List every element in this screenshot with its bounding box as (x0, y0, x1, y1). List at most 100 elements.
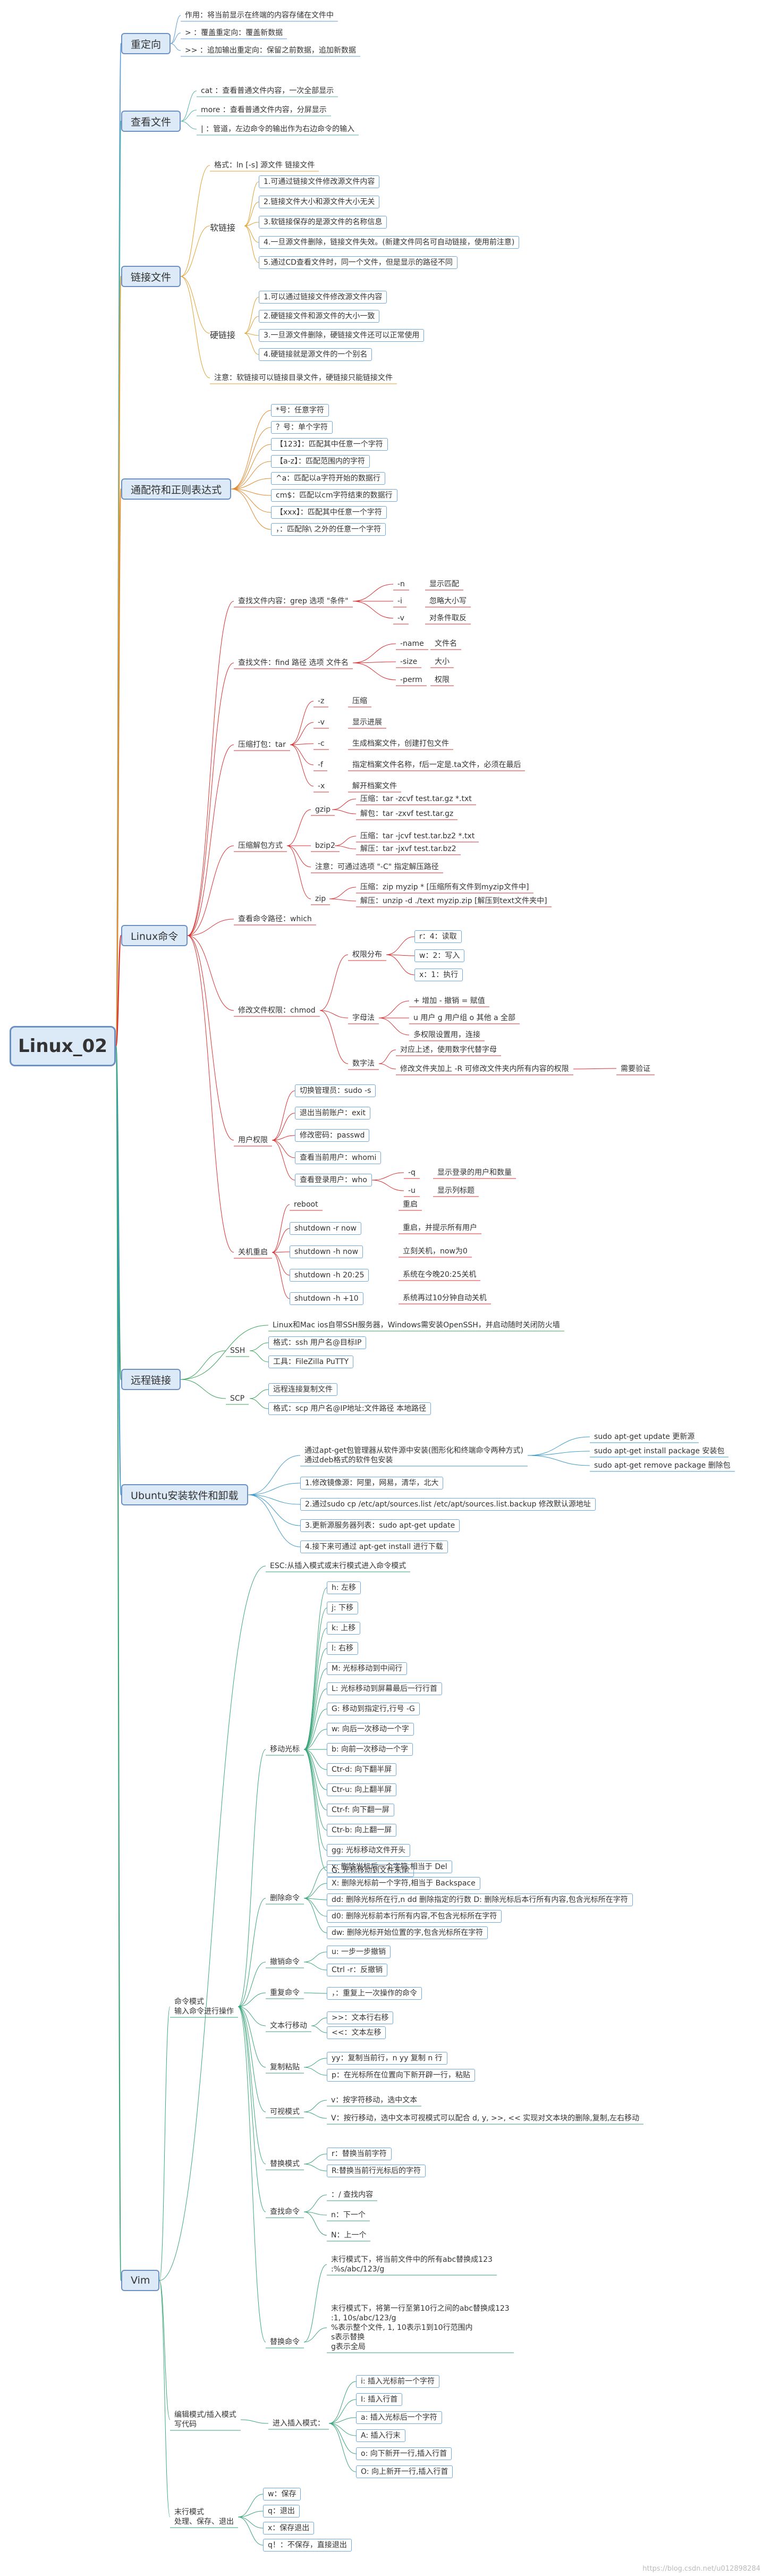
connector-line (238, 2006, 266, 2112)
vim-undo-item: u: 一步一步撤销 (327, 1946, 391, 1958)
bzip-item: 压缩：tar -jcvf test.tar.bz2 *.txt (360, 832, 475, 840)
scp-label: SCP (230, 1394, 245, 1403)
ssh-label: SSH (230, 1346, 245, 1355)
shutdown-desc: 立刻关机，now为0 (403, 1247, 468, 1256)
connector-line (303, 2194, 327, 2212)
vim-delete-item: dw: 删除光标开始位置的字,包含光标所在字符 (327, 1926, 488, 1939)
connector-line (319, 1010, 349, 1018)
connector-line (231, 489, 272, 530)
connector-line (311, 2017, 327, 2026)
connector-line (378, 1063, 396, 1070)
vim-undo-label: 撤销命令 (270, 1958, 300, 1966)
shutdown-desc: 重启 (403, 1200, 418, 1209)
connector-line (187, 662, 234, 936)
connector-line (248, 1483, 301, 1495)
chmod-char-item: 多权限设置用，连接 (413, 1031, 480, 1039)
which-label: 查看命令路径：which (238, 915, 312, 923)
connector-line (386, 954, 415, 956)
connector-line (272, 1140, 295, 1181)
connector-line (244, 181, 259, 226)
connector-line (328, 2423, 357, 2472)
branch-ubuntu: Ubuntu安装软件和卸载 (121, 1484, 248, 1505)
branch-link-file: 链接文件 (121, 266, 181, 287)
connector-line (244, 333, 259, 336)
connector-line (238, 2006, 266, 2026)
connector-line (303, 2163, 327, 2171)
connector-line (527, 1436, 590, 1456)
branch-redirect: 重定向 (121, 33, 171, 54)
connector-line (244, 297, 259, 334)
ssh-item: 格式：ssh 用户名@目标IP (268, 1336, 367, 1349)
connector-line (238, 2511, 264, 2518)
hard-link-item: 3.一旦源文件删除，硬链接文件还可以正常使用 (259, 329, 425, 342)
redirect-item: >> ：追加输出重定向：保留之前数据，追加新数据 (185, 46, 356, 55)
connector-line (244, 222, 259, 226)
user-item: 查看当前用户：whomi (295, 1151, 382, 1164)
vim-last-mode: 末行模式处理、保存、退出 (174, 2508, 234, 2526)
connector-line (248, 1494, 301, 1526)
vim-text-move-item: <<：文本左移 (327, 2026, 386, 2039)
connector-line (303, 1962, 327, 1971)
connector-line (244, 225, 259, 263)
decompress-note: 注意：可通过选项 "-C" 指定解压路径 (315, 863, 439, 871)
vim-substitute-item: 末行模式下，将当前文件中的所有abc替换成123:%s/abc/123/g (331, 2255, 493, 2274)
connector-line (332, 809, 357, 814)
tar-option: -c (318, 739, 325, 748)
wildcard-item: 【a-z】：匹配范围内的字符 (271, 455, 370, 468)
vim-insert-item: O: 向上新开一行,插入行首 (356, 2465, 453, 2478)
connector-line (303, 1951, 327, 1963)
connector-line (352, 662, 396, 680)
connector-line (303, 1749, 327, 1871)
find-option-desc: 权限 (435, 676, 450, 684)
who-option: -q (408, 1168, 416, 1177)
vim-delete-item: x: 删除光标后一个字符,相当于 Del (327, 1861, 452, 1873)
vim-delete-label: 删除命令 (270, 1894, 300, 1902)
connector-line (303, 1729, 327, 1750)
connector-line (187, 935, 234, 1141)
connector-line (332, 798, 357, 810)
connector-line (378, 1000, 410, 1018)
vim-search-item: ：/ 查找内容 (331, 2191, 374, 2199)
vim-insert-item: A: 插入行末 (356, 2429, 405, 2442)
branch-vim: Vim (121, 2270, 160, 2291)
connector-line (378, 1049, 396, 1064)
soft-link-item: 2.链接文件大小和源文件大小无关 (259, 196, 380, 208)
view-file-item: | ：管道，左边命令的输出作为右边命令的输入 (201, 125, 355, 133)
connector-line (272, 1252, 290, 1276)
connector-line (231, 461, 272, 490)
wildcard-item: cm$：匹配以cm字符结束的数据行 (271, 489, 397, 502)
vim-move-item: h: 左移 (327, 1581, 361, 1594)
connector-line (180, 90, 197, 122)
connector-line (238, 1992, 266, 2007)
connector-line (187, 919, 234, 936)
chmod-num-item: 对应上述，使用数字代替字母 (400, 1046, 497, 1054)
vim-move-item: Ctr-b: 向上翻一屏 (327, 1824, 397, 1837)
connector-line (159, 2280, 171, 2518)
connector-line (238, 2006, 266, 2343)
grep-option: -v (397, 614, 404, 622)
vim-repeat-item: ，：重复上一次操作的命令 (327, 1987, 422, 2000)
connector-line (386, 936, 415, 955)
connector-line (238, 1749, 266, 2007)
connector-line (187, 935, 234, 1011)
grep-option: -i (397, 597, 402, 605)
connector-line (527, 1455, 590, 1466)
connector-line (303, 1898, 327, 1933)
connector-line (303, 2211, 327, 2216)
connector-line (249, 1342, 269, 1351)
find-option-desc: 大小 (435, 658, 450, 666)
vim-substitute-item: 末行模式下，将第一行至第10行之间的abc替换成123:1, 10s/abc/1… (331, 2304, 510, 2351)
connector-line (329, 887, 357, 899)
vim-replace-item: r：替换当前字符 (327, 2148, 392, 2160)
connector-line (187, 744, 234, 936)
vim-undo-item: Ctrl -r：反撤销 (327, 1964, 388, 1976)
vim-move-item: k: 上移 (327, 1622, 361, 1635)
connector-line (303, 2264, 327, 2343)
connector-line (231, 478, 272, 490)
connector-line (180, 1379, 226, 1399)
ubuntu-step: 3.更新源服务器列表：sudo apt-get update (300, 1519, 460, 1532)
tar-option-desc: 生成档案文件，创建打包文件 (352, 739, 449, 748)
connector-line (371, 1172, 404, 1181)
connector-line (328, 2417, 357, 2424)
